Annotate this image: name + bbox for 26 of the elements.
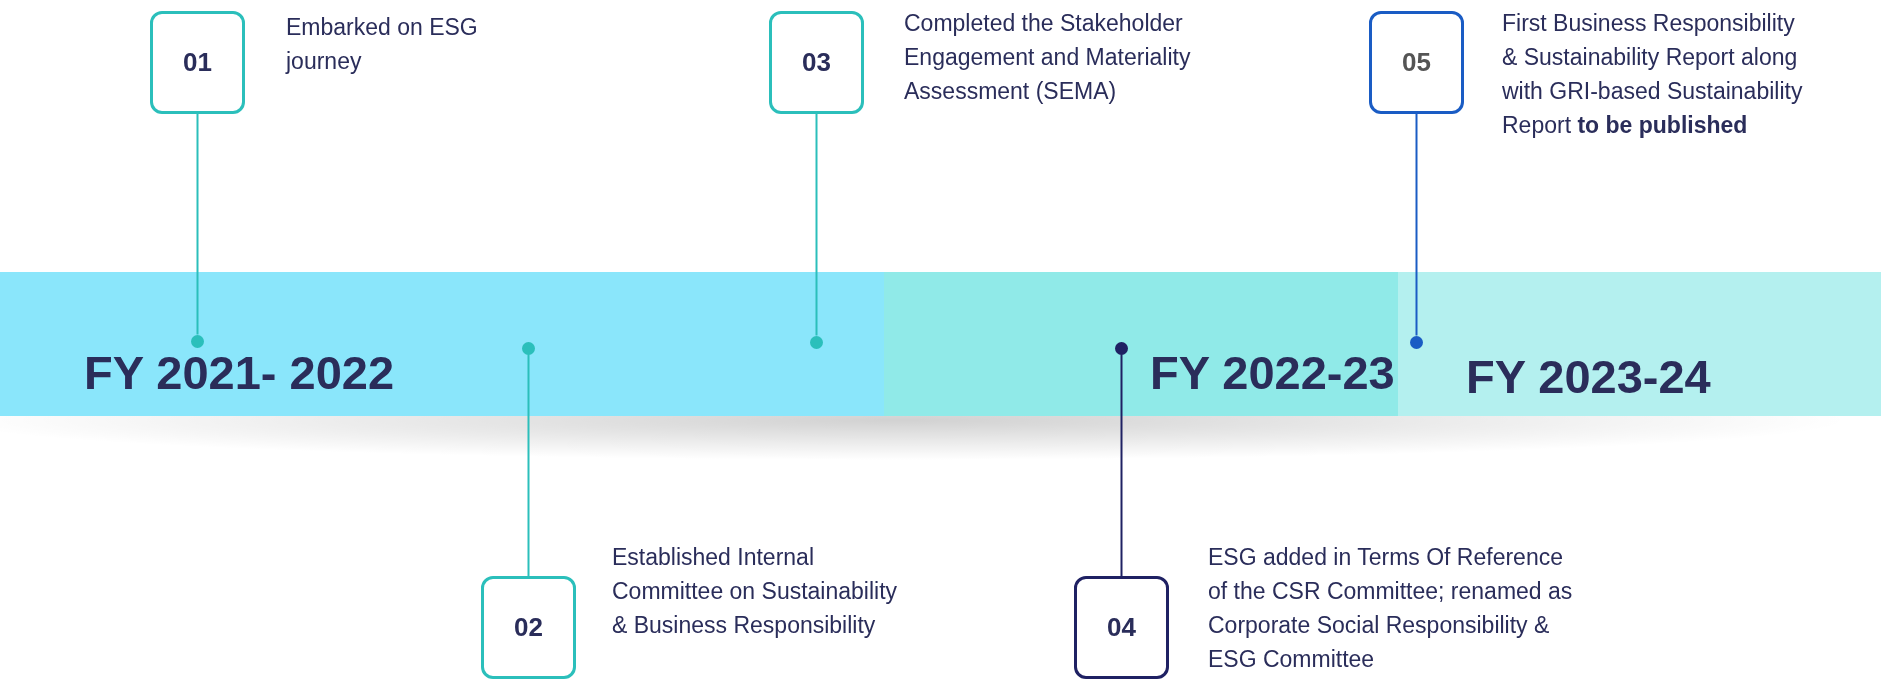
connector-line bbox=[196, 113, 199, 336]
year-label: FY 2021- 2022 bbox=[84, 349, 395, 396]
timeline-dot bbox=[1410, 335, 1423, 349]
milestone-number: 01 bbox=[150, 11, 245, 114]
milestone-number: 05 bbox=[1369, 11, 1464, 114]
milestone-text: Completed the Stakeholder Engagement and Materiality Assessment (SEMA) bbox=[904, 9, 1192, 106]
year-label: FY 2022-23 bbox=[1150, 349, 1395, 396]
timeline-band bbox=[1398, 272, 1881, 416]
milestone-text: ESG added in Terms Of Reference of the CSR Committee; renamed as Corporate Social Responsibility & ESG Committee bbox=[1208, 543, 1574, 674]
timeline-dot bbox=[1115, 341, 1128, 355]
connector-line bbox=[815, 113, 818, 337]
timeline-dot bbox=[522, 341, 535, 355]
timeline-dot bbox=[191, 334, 204, 348]
milestone-number: 03 bbox=[769, 11, 864, 114]
milestone-number: 02 bbox=[481, 576, 576, 679]
milestone-text: Embarked on ESG journey bbox=[286, 13, 479, 76]
timeline-band bbox=[884, 272, 1398, 416]
year-label: FY 2023-24 bbox=[1466, 353, 1711, 400]
milestone-text: First Business Responsibility & Sustainability Report along with GRI-based Sustainability Report to be published bbox=[1502, 9, 1804, 140]
milestone-number: 04 bbox=[1074, 576, 1169, 679]
connector-line bbox=[1415, 113, 1418, 337]
milestone-text: Established Internal Committee on Sustainability & Business Responsibility bbox=[612, 543, 899, 640]
connector-line bbox=[1120, 353, 1123, 577]
connector-line bbox=[527, 353, 530, 577]
timeline-band bbox=[0, 272, 884, 416]
timeline-dot bbox=[810, 335, 823, 349]
